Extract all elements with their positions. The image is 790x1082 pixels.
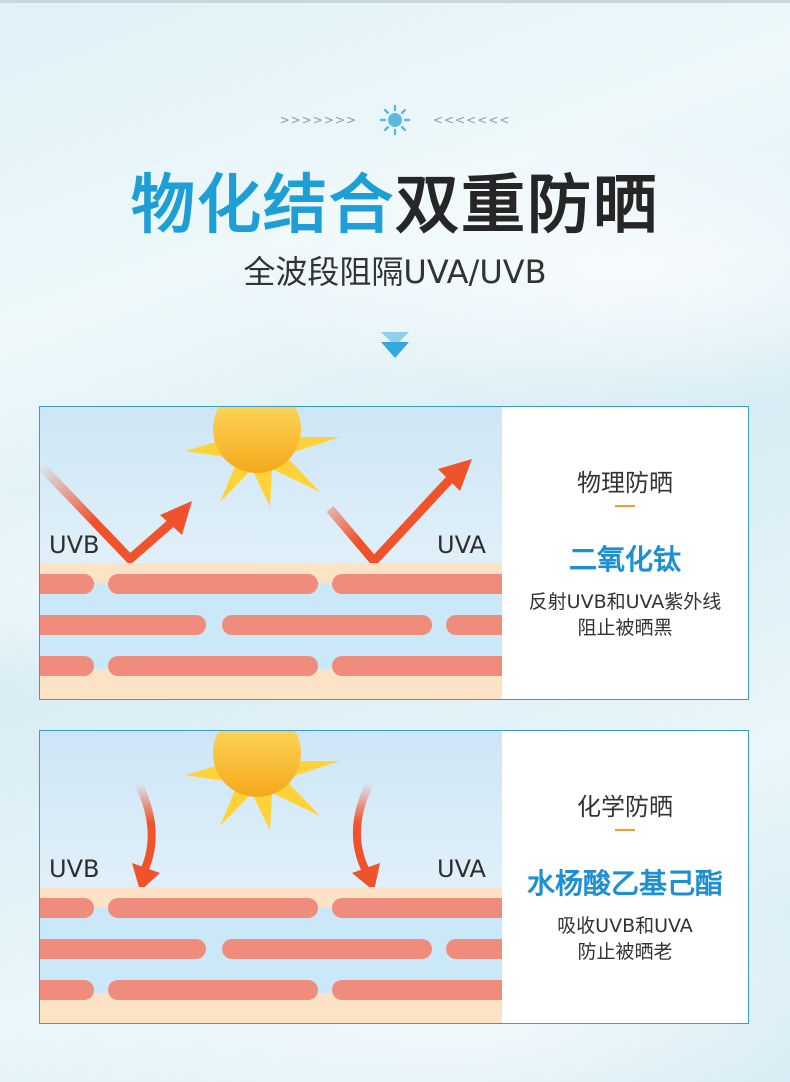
description: 反射UVB和UVA紫外线 阻止被晒黑 <box>502 589 748 641</box>
absorption-illustration: UVB UVA <box>40 731 502 1023</box>
top-divider <box>0 0 790 3</box>
description-line: 防止被晒老 <box>577 941 673 963</box>
category-underline <box>615 829 635 831</box>
description-line: 阻止被晒黑 <box>577 617 673 639</box>
uvb-label: UVB <box>49 855 100 883</box>
skin-layers <box>40 887 502 1023</box>
sun-graphic <box>185 407 340 507</box>
description: 吸收UVB和UVA 防止被晒老 <box>502 913 748 965</box>
uvb-reflect-arrow <box>40 461 192 564</box>
chemical-sunscreen-panel: UVB UVA 化学防晒 水杨酸乙基己酯 吸收UVB和UVA 防止被晒老 <box>39 730 749 1024</box>
uvb-absorb-arrow <box>132 781 160 891</box>
header-decoration: >>>>>>> <<<<<<< <box>0 104 790 136</box>
title-blue-part: 物化结合 <box>131 169 395 243</box>
uvb-label: UVB <box>49 531 100 559</box>
illustration-svg <box>40 407 502 699</box>
title-dark-part: 双重防晒 <box>395 169 659 243</box>
skin-layers <box>40 563 502 699</box>
category-underline <box>615 505 635 507</box>
ingredient-name: 水杨酸乙基己酯 <box>526 867 723 900</box>
deco-left-arrows: >>>>>>> <box>279 113 357 127</box>
physical-sunscreen-panel: UVB UVA 物理防晒 二氧化钛 反射UVB和UVA紫外线 阻止被晒黑 <box>39 406 749 700</box>
deco-right-arrows: <<<<<<< <box>433 113 511 127</box>
sun-icon <box>379 104 411 136</box>
panel-info: 化学防晒 水杨酸乙基己酯 吸收UVB和UVA 防止被晒老 <box>502 731 748 1023</box>
uva-reflect-arrow <box>326 459 472 566</box>
category-title: 化学防晒 <box>577 793 673 821</box>
panel-info: 物理防晒 二氧化钛 反射UVB和UVA紫外线 阻止被晒黑 <box>502 407 748 699</box>
sun-graphic <box>185 731 340 831</box>
ingredient-name: 二氧化钛 <box>568 543 681 576</box>
page-title: 物化结合双重防晒 <box>0 166 790 246</box>
reflection-illustration: UVB UVA <box>40 407 502 699</box>
category-title: 物理防晒 <box>577 469 673 497</box>
description-line: 反射UVB和UVA紫外线 <box>528 591 722 613</box>
page-subtitle: 全波段阻隔UVA/UVB <box>243 253 547 291</box>
illustration-svg <box>40 731 502 1023</box>
chevron-down-icon <box>381 332 409 358</box>
uva-label: UVA <box>437 855 486 883</box>
uva-absorb-arrow <box>352 781 380 891</box>
description-line: 吸收UVB和UVA <box>557 915 693 937</box>
uva-label: UVA <box>437 531 486 559</box>
